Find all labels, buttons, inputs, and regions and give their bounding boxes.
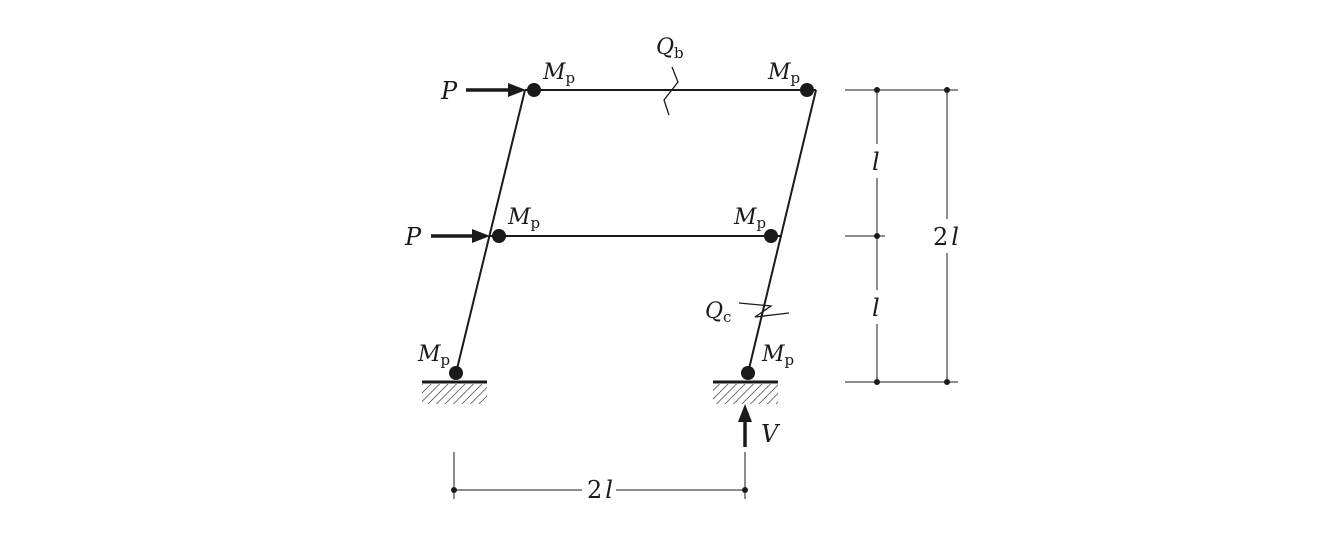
hinge-mid-left	[492, 229, 506, 243]
dimension-tick	[874, 379, 880, 385]
dimension-tick	[874, 233, 880, 239]
moment-label-base-left: Mp	[417, 342, 450, 369]
dimension-tick	[742, 487, 748, 493]
support-left	[422, 380, 487, 404]
moment-label-top-right: Mp	[767, 60, 800, 87]
hinge-base-left	[449, 366, 463, 380]
hinge-top-left	[527, 83, 541, 97]
moment-label-top-left: Mp	[542, 60, 575, 87]
right-column	[747, 89, 817, 374]
beam-shear-label: Qb	[656, 35, 684, 62]
support-right	[713, 380, 778, 404]
span-dimension-lines	[453, 452, 746, 499]
story-height-label-upper: l	[872, 148, 880, 176]
dimension-tick	[451, 487, 457, 493]
reaction-label: V	[761, 420, 781, 448]
column-shear-symbol	[738, 302, 790, 318]
beam-shear-symbol	[663, 66, 679, 116]
load-arrow-top	[466, 83, 526, 97]
column-shear-label: Qc	[705, 299, 731, 326]
left-column	[455, 89, 526, 374]
story-height-label-lower: l	[872, 294, 880, 322]
reaction-arrow	[738, 404, 752, 447]
moment-label-mid-left: Mp	[507, 205, 540, 232]
dimension-tick	[874, 87, 880, 93]
hinge-base-right	[741, 366, 755, 380]
dimension-tick	[944, 379, 950, 385]
hinge-mid-right	[764, 229, 778, 243]
load-label-middle: P	[404, 223, 422, 251]
dimension-tick	[944, 87, 950, 93]
hinge-top-right	[800, 83, 814, 97]
moment-label-base-right: Mp	[761, 342, 794, 369]
load-arrow-middle	[431, 229, 490, 243]
load-label-top: P	[440, 77, 458, 105]
moment-label-mid-right: Mp	[733, 205, 766, 232]
